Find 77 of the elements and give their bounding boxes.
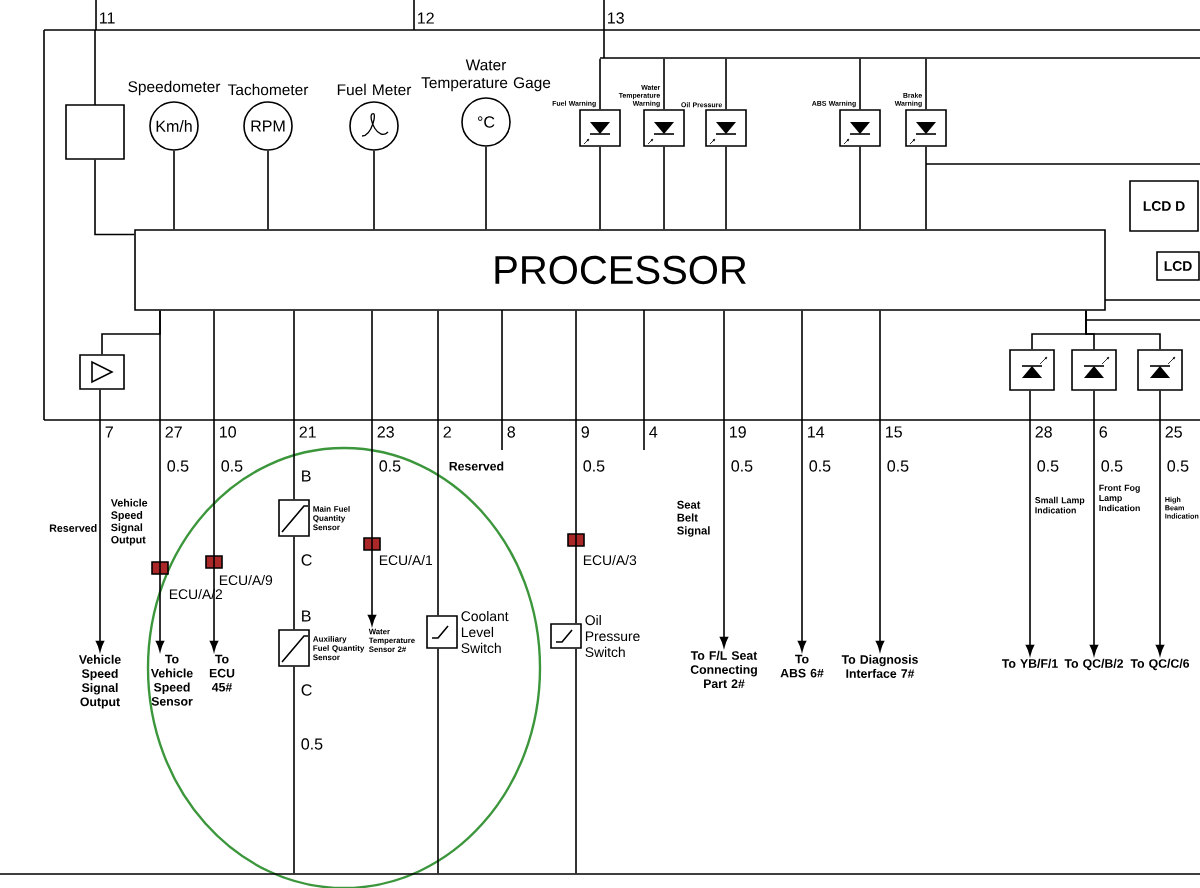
wire-number: 9	[581, 426, 589, 438]
wire-size: 0.5	[1167, 460, 1189, 472]
bus-line	[0, 873, 1200, 875]
wire-size: 0.5	[1101, 460, 1123, 472]
wire-number: 8	[507, 426, 515, 438]
wire-number: 14	[808, 426, 825, 438]
wire	[725, 58, 727, 110]
wire-number: 2	[443, 426, 451, 438]
wire	[94, 159, 135, 236]
wire	[925, 58, 927, 110]
wire	[1089, 390, 1099, 656]
wire-number: 13	[608, 12, 624, 24]
wire-size: 0.5	[167, 460, 189, 472]
wire-number: 27	[165, 426, 182, 438]
indicator-lamp	[1009, 349, 1055, 391]
wire	[575, 310, 577, 624]
wire-number: 25	[1165, 426, 1182, 438]
wire	[575, 648, 577, 874]
wire	[663, 58, 665, 110]
wire	[797, 310, 807, 652]
wire	[367, 310, 377, 626]
indicator-lamp	[1137, 349, 1183, 391]
wire	[599, 146, 601, 230]
component-box	[65, 104, 125, 160]
wire-size: 0.5	[583, 460, 605, 472]
wire-number: 12	[418, 12, 434, 24]
terminal-letter: C	[301, 684, 312, 696]
wire-number: 21	[299, 426, 316, 438]
wire	[437, 648, 439, 874]
amplifier-symbol	[79, 354, 125, 390]
wire-number: 15	[886, 426, 902, 438]
wire-size: 0.5	[887, 460, 909, 472]
wire-size: 0.5	[809, 460, 831, 472]
wire	[725, 146, 727, 230]
wire	[293, 666, 295, 874]
wire	[485, 146, 487, 230]
wire	[859, 146, 861, 230]
terminal-letter: B	[302, 470, 311, 482]
wire	[173, 150, 175, 230]
wire	[373, 150, 375, 230]
wire	[267, 150, 269, 230]
wire-number: 4	[649, 426, 658, 438]
wire-size: 0.5	[301, 738, 323, 750]
wire-size: 0.5	[1037, 460, 1059, 472]
wire-number: 11	[100, 12, 115, 24]
wire	[1025, 390, 1035, 656]
terminal-letter: B	[302, 610, 311, 622]
wire-number: 7	[105, 426, 113, 438]
terminal-letter: C	[301, 554, 312, 566]
wire	[663, 146, 665, 230]
wire-size: 0.5	[379, 460, 401, 472]
wire	[1085, 310, 1161, 350]
wire	[1155, 390, 1165, 656]
gauge-dial: Km/h	[149, 101, 199, 151]
wire-size: 0.5	[731, 460, 753, 472]
wire	[599, 58, 601, 110]
wire	[859, 58, 861, 110]
wire	[293, 536, 295, 630]
wire	[719, 310, 729, 648]
bus-line	[599, 57, 1200, 59]
wire-number: 19	[730, 426, 746, 438]
wire-number: 6	[1099, 426, 1107, 438]
indicator-lamp	[1071, 349, 1117, 391]
gauge-dial: RPM	[243, 101, 293, 151]
wire	[925, 146, 927, 230]
wire-size: 0.5	[221, 460, 243, 472]
wire-number: 23	[377, 426, 394, 438]
wire-number: 10	[220, 426, 236, 438]
wire	[875, 310, 885, 652]
gauge-dial: °C	[461, 97, 511, 147]
wire	[209, 310, 219, 652]
wire	[155, 310, 165, 652]
wire	[95, 389, 105, 652]
wire-number: 28	[1035, 426, 1052, 438]
wire	[437, 310, 439, 616]
wire	[293, 310, 295, 500]
processor-box: PROCESSOR	[134, 229, 1106, 311]
